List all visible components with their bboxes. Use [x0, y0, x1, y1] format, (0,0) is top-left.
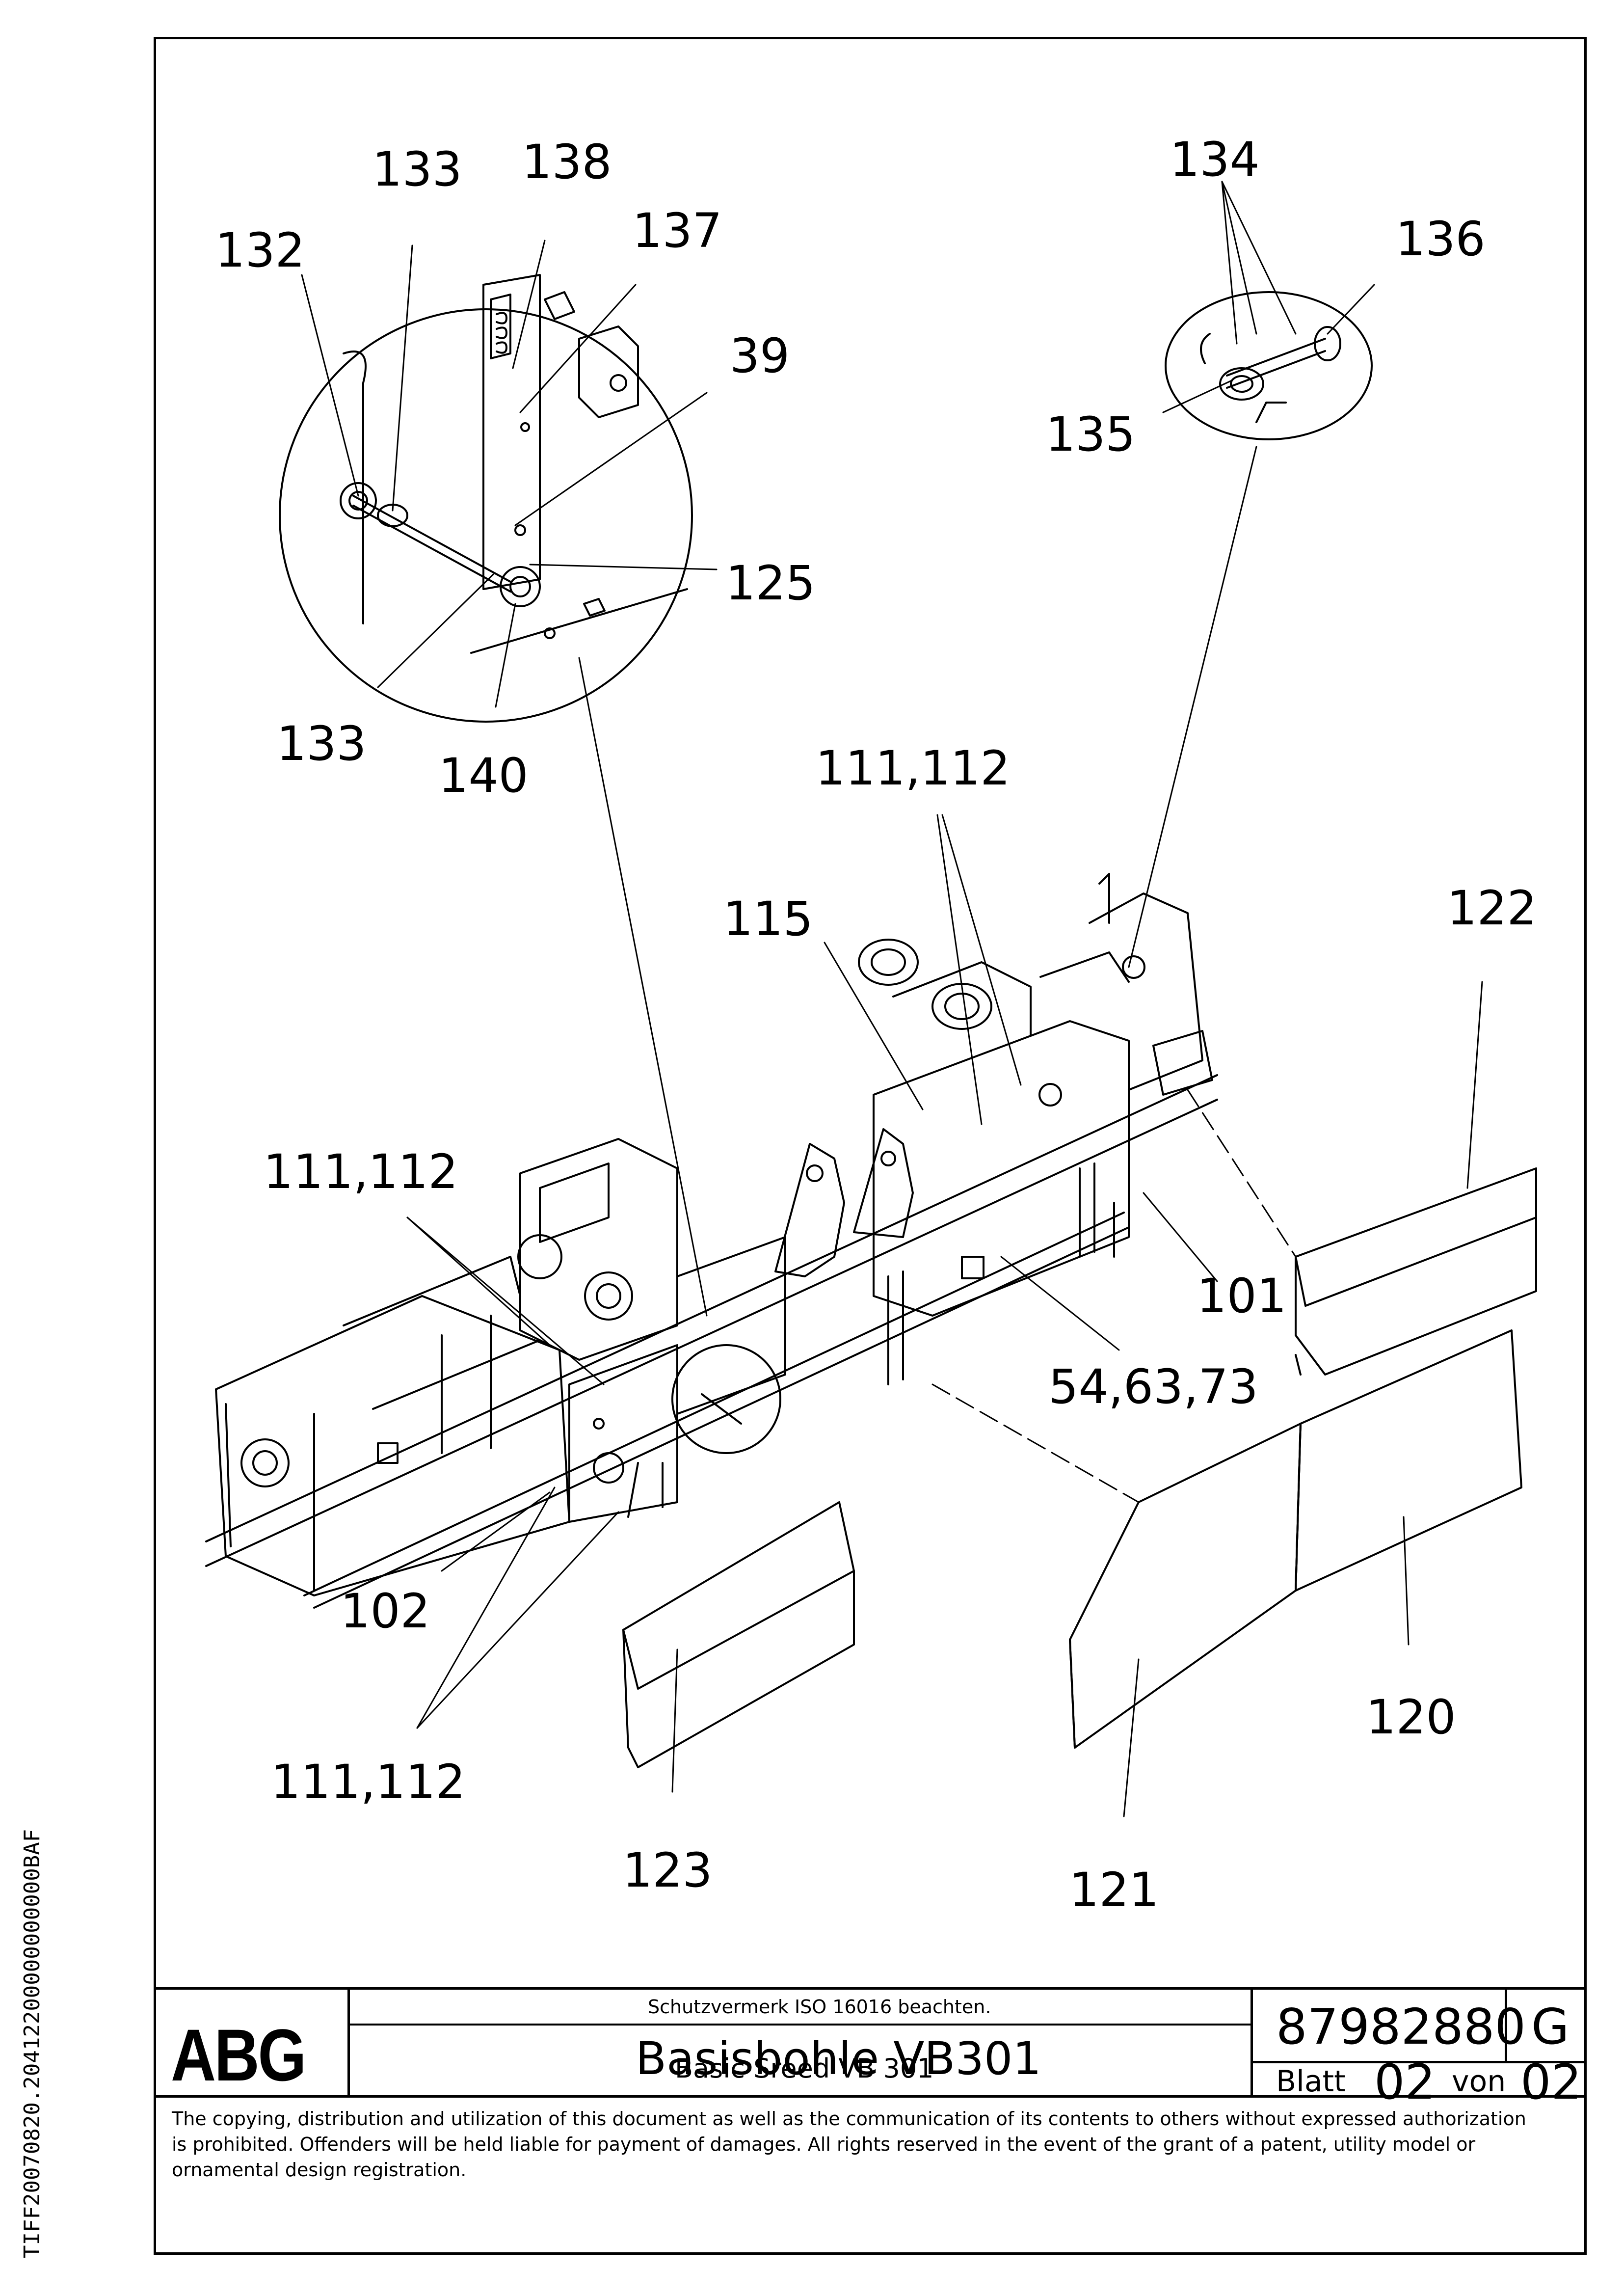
callout-136: 136 [1395, 212, 1486, 267]
revision-cell-divider [1505, 1987, 1507, 2063]
sheet-total: 02 [1520, 2054, 1582, 2110]
detail-circle-right [1165, 291, 1373, 440]
callout-123: 123 [622, 1843, 713, 1898]
of-label: von [1452, 2064, 1506, 2099]
callout-111-112-upper: 111,112 [815, 741, 1011, 796]
callout-125: 125 [725, 556, 816, 611]
callout-135: 135 [1045, 407, 1136, 462]
callout-120: 120 [1366, 1690, 1456, 1745]
callout-122: 122 [1447, 881, 1537, 936]
sheet-number: 02 [1374, 2054, 1436, 2110]
logo-cell-divider [347, 1987, 350, 2096]
callout-115: 115 [723, 891, 813, 946]
callout-132: 132 [215, 223, 305, 278]
callout-111-112-lower: 111,112 [270, 1755, 466, 1810]
abg-logo: ABG [171, 2014, 307, 2096]
callout-54-63-73: 54,63,73 [1048, 1359, 1258, 1414]
drawing-number: 87982880 [1276, 1998, 1526, 2055]
callout-137: 137 [632, 203, 722, 258]
title-block-top-rule [154, 1987, 1587, 1990]
callout-102: 102 [340, 1584, 430, 1639]
callout-133-bottom: 133 [276, 716, 367, 771]
drawing-frame [154, 37, 1587, 2255]
screed-assembly [205, 873, 1218, 1609]
protection-note-rule [350, 2024, 1252, 2026]
cover-plate-120 [1295, 1329, 1522, 1592]
alignment-lines [931, 1089, 1297, 1503]
callout-133-top: 133 [372, 142, 462, 197]
cover-plate-123 [622, 1501, 855, 1768]
callout-134: 134 [1170, 132, 1260, 187]
callout-140: 140 [438, 748, 529, 803]
title-block-bottom-rule [154, 2095, 1587, 2098]
drawing-title-en: Basic Sreed VB 301 [675, 2053, 934, 2084]
callout-111-112-left: 111,112 [263, 1144, 458, 1199]
leader-lines [301, 181, 1483, 1817]
sheet-row-rule [1253, 2061, 1587, 2063]
callout-101: 101 [1197, 1269, 1287, 1324]
copyright-notice: The copying, distribution and utilizatio… [172, 2108, 1526, 2181]
revision-letter: G [1531, 1998, 1570, 2055]
callout-121: 121 [1069, 1863, 1159, 1918]
sheet-label: Blatt [1276, 2064, 1346, 2099]
drawing-title-de: Basisbohle VB301 [636, 2032, 1041, 2085]
protection-note: Schutzvermerk ISO 16016 beachten. [648, 1996, 991, 2018]
number-cell-divider [1251, 1987, 1253, 2096]
detail-circle-left [279, 274, 693, 723]
cover-plate-122 [1295, 1167, 1537, 1376]
callout-39: 39 [729, 328, 790, 383]
cover-plate-121 [1069, 1423, 1302, 1749]
callout-138: 138 [522, 135, 612, 189]
